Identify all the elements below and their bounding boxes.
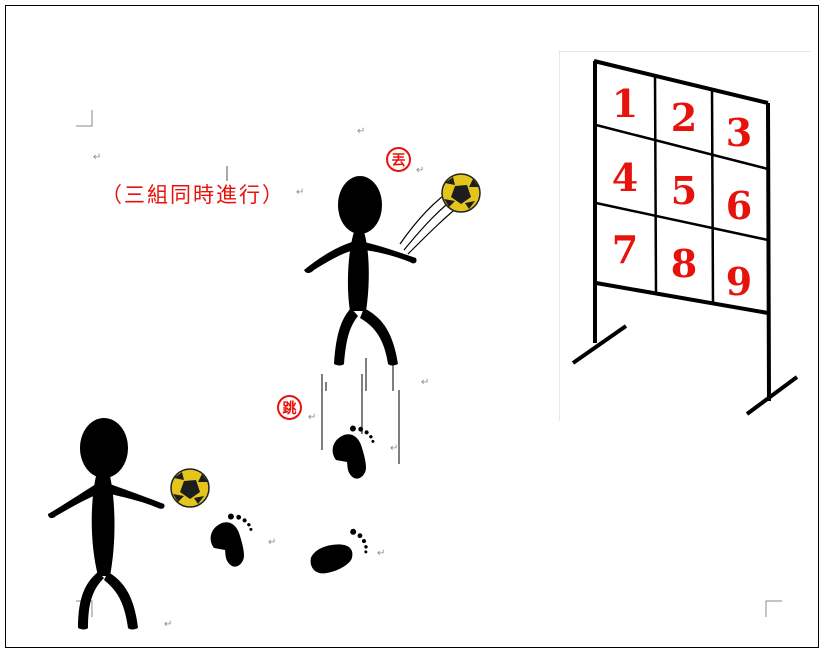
grid-number-8: 8 xyxy=(671,241,697,286)
jump-motion-lines xyxy=(321,374,400,464)
jumping-thrower-figure xyxy=(304,173,481,391)
right-leg xyxy=(104,572,138,630)
footprint-icon xyxy=(310,528,368,574)
paragraph-mark: ↵ xyxy=(308,412,317,423)
paragraph-mark: ↵ xyxy=(357,126,366,137)
grid-number-3: 3 xyxy=(726,110,752,155)
left-leg xyxy=(334,308,358,366)
torso xyxy=(91,476,115,576)
ball-icon xyxy=(441,173,481,213)
right-arm xyxy=(364,242,417,264)
nine-grid-target: 1 2 3 4 5 6 7 8 9 xyxy=(559,51,811,421)
grid-number-2: 2 xyxy=(671,95,697,140)
paragraph-mark: ↵ xyxy=(268,537,277,548)
footprint-icon xyxy=(332,425,375,479)
left-arm xyxy=(48,484,98,519)
grid-number-6: 6 xyxy=(726,183,752,228)
torso xyxy=(347,232,369,311)
paragraph-mark: ↵ xyxy=(93,152,102,163)
paragraph-mark: ↵ xyxy=(296,187,305,198)
head xyxy=(338,176,382,234)
target-frame xyxy=(571,59,799,416)
grid-number-5: 5 xyxy=(671,168,697,213)
paragraph-mark: ↵ xyxy=(164,619,173,630)
grid-number-1: 1 xyxy=(612,81,638,126)
document-page: （三組同時進行） 丟 跳 ↵ ↵ ↵ ↵ ↵ ↵ ↵ ↵ ↵ ↵ xyxy=(5,5,819,648)
paragraph-mark: ↵ xyxy=(421,377,430,388)
paragraph-mark: ↵ xyxy=(416,165,425,176)
jump-tag: 跳 xyxy=(277,395,302,420)
left-leg xyxy=(78,572,104,630)
grid-number-7: 7 xyxy=(612,227,638,272)
ball-icon xyxy=(170,468,210,508)
throw-tag: 丟 xyxy=(386,147,411,172)
caption-three-groups: （三組同時進行） xyxy=(101,183,285,207)
footprint-icon xyxy=(210,513,253,567)
head xyxy=(80,418,128,478)
left-arm xyxy=(304,242,354,273)
right-leg xyxy=(360,308,398,366)
paragraph-mark: ↵ xyxy=(377,548,386,559)
grid-number-9: 9 xyxy=(726,259,752,304)
standing-figure xyxy=(48,418,210,630)
grid-number-4: 4 xyxy=(612,155,638,200)
paragraph-mark: ↵ xyxy=(390,443,399,454)
right-arm xyxy=(110,484,165,509)
